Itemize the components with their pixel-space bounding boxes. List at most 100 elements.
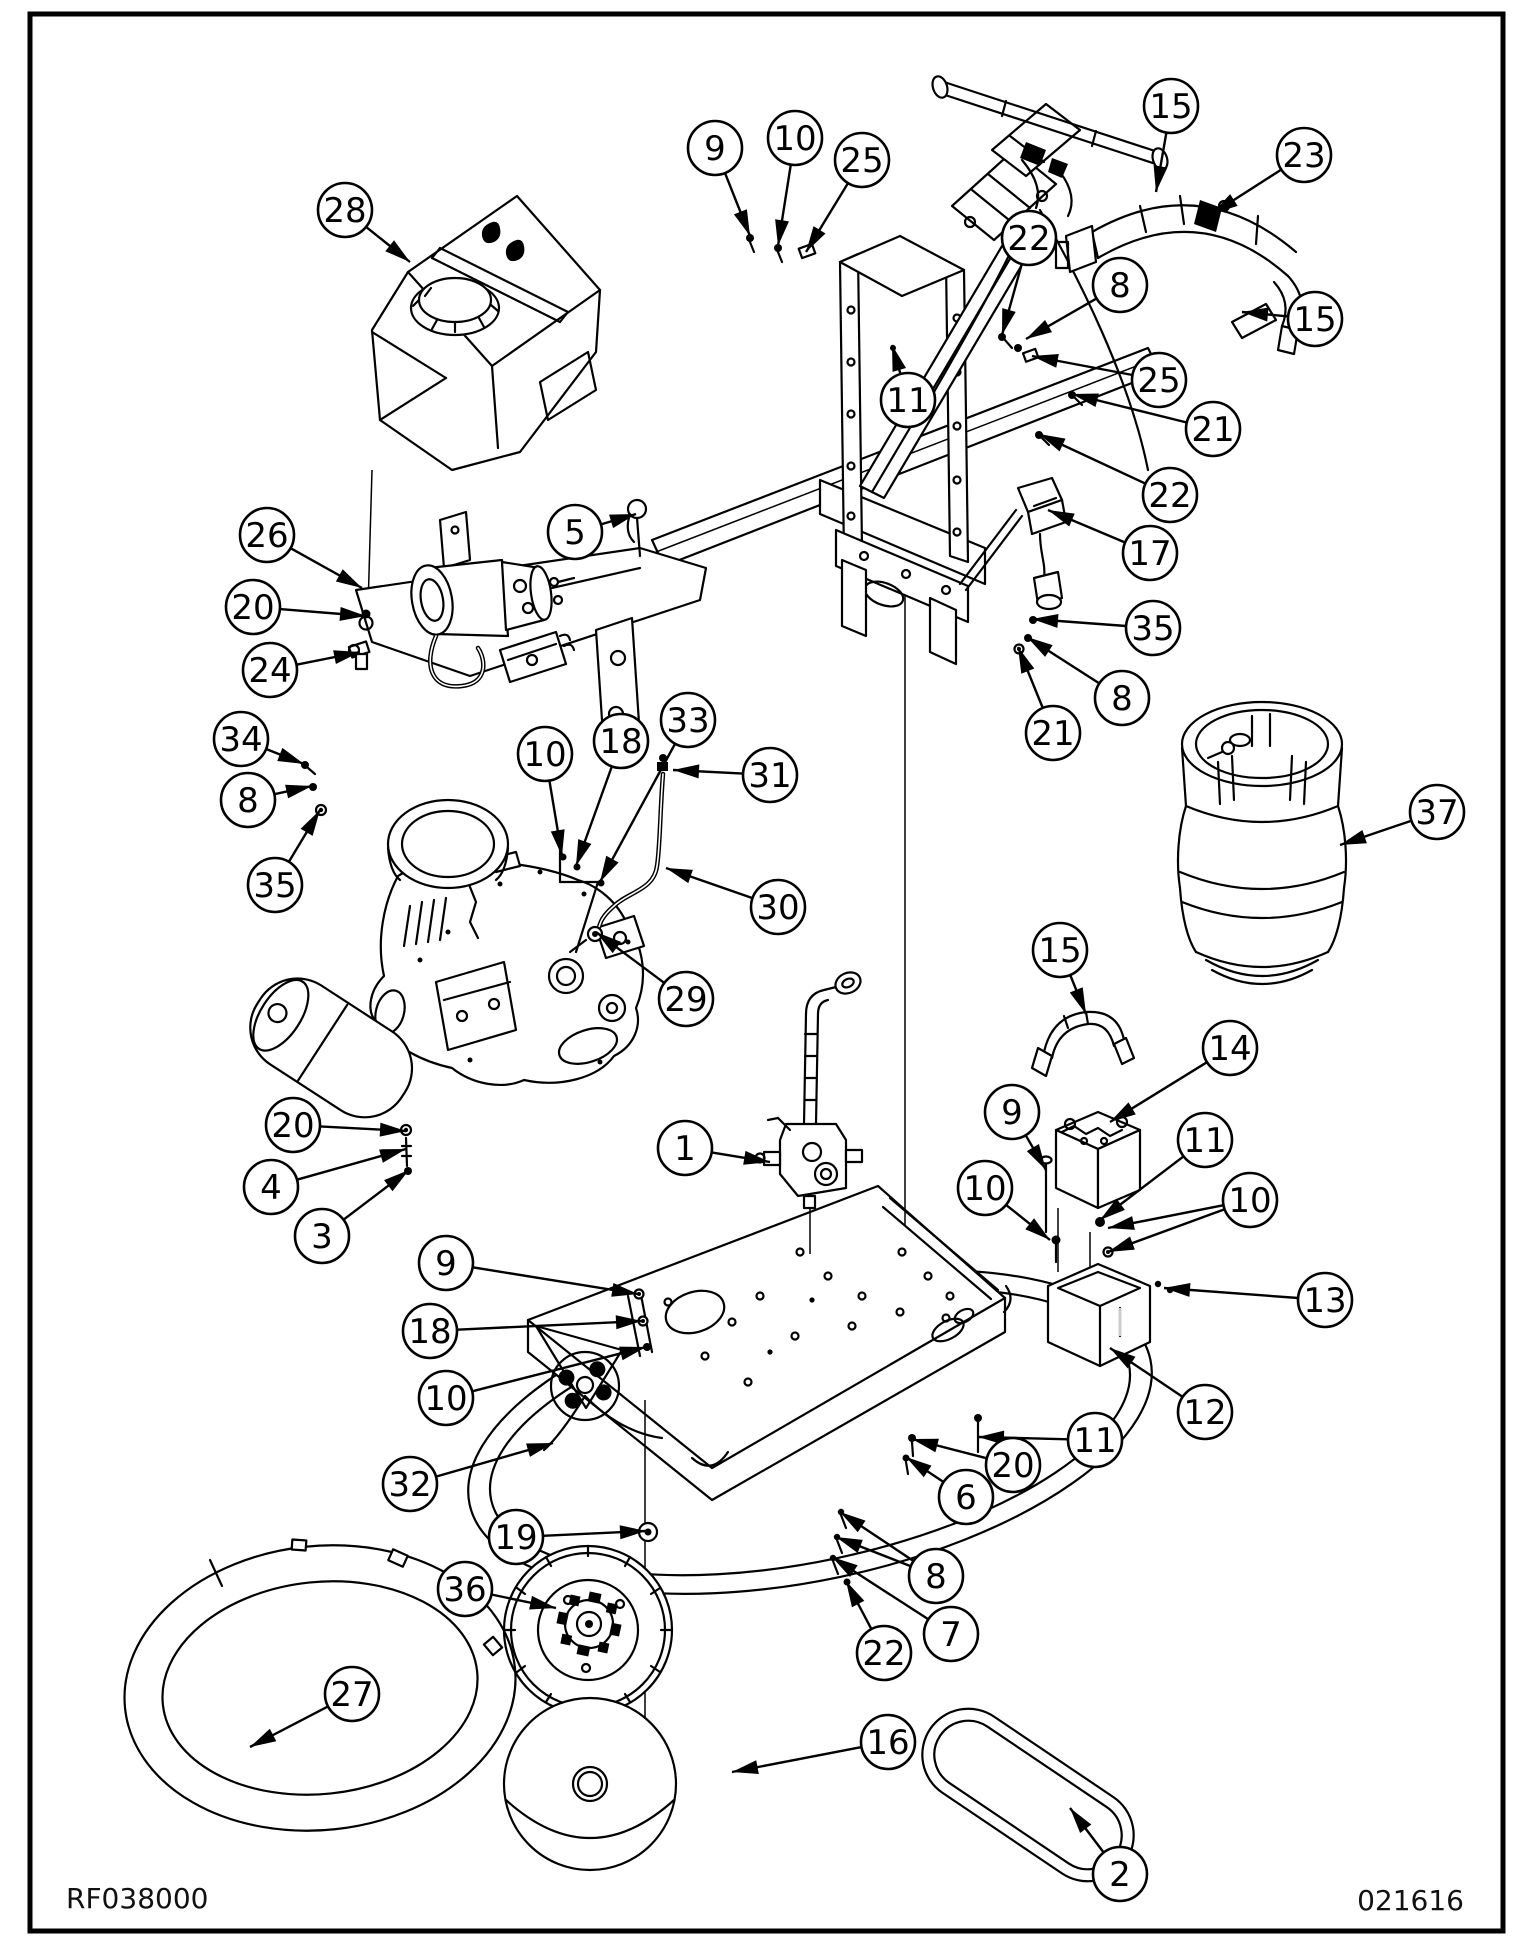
leader-line — [1069, 974, 1088, 1015]
pump-assembly-drawing — [354, 510, 708, 752]
callout-number: 35 — [253, 866, 296, 906]
callout-number: 10 — [963, 1169, 1006, 1209]
leader-line — [1026, 635, 1100, 685]
callout-26: 26 — [238, 506, 363, 590]
callout-circle — [246, 856, 304, 914]
callout-number: 8 — [237, 781, 259, 821]
callout-circle — [984, 1436, 1042, 1494]
callout-11: 11 — [1099, 1111, 1234, 1221]
polish-pad-drawing — [502, 1696, 678, 1872]
callout-3: 3 — [293, 1169, 410, 1265]
callout-31: 31 — [672, 746, 799, 804]
callout-number: 15 — [1038, 931, 1081, 971]
leader-line — [296, 650, 361, 666]
callout-number: 35 — [1131, 609, 1174, 649]
callout-number: 22 — [1148, 476, 1191, 516]
leader-line — [279, 606, 367, 621]
callout-number: 23 — [1282, 136, 1325, 176]
leader-line — [456, 1315, 643, 1331]
leader-line — [1016, 646, 1044, 709]
callout-circle — [487, 1508, 545, 1566]
callout-15: 15 — [1142, 77, 1200, 193]
leader-line — [911, 1437, 988, 1460]
callout-circle — [1296, 1271, 1354, 1329]
callout-circle — [1031, 921, 1089, 979]
leader-line — [1109, 1347, 1184, 1398]
callout-10: 10 — [766, 109, 824, 247]
callout-circle — [1124, 599, 1182, 657]
callout-circle — [417, 1369, 475, 1427]
callout-number: 4 — [260, 1168, 282, 1208]
callout-number: 18 — [408, 1312, 451, 1352]
callout-number: 7 — [940, 1615, 962, 1655]
callout-number: 19 — [494, 1518, 537, 1558]
callout-number: 11 — [1073, 1421, 1116, 1461]
leader-line — [835, 1535, 912, 1568]
leader-line — [665, 866, 753, 900]
callout-8: 8 — [219, 771, 313, 829]
callout-20: 20 — [911, 1436, 1042, 1494]
leader-line — [595, 931, 666, 984]
leader-line — [672, 764, 744, 779]
callout-number: 15 — [1149, 87, 1192, 127]
callout-33: 33 — [598, 691, 717, 883]
callout-number: 32 — [388, 1465, 431, 1505]
callout-circle — [686, 119, 744, 177]
callout-number: 9 — [704, 129, 726, 169]
leader-line — [574, 765, 614, 867]
callout-7: 7 — [831, 1555, 980, 1663]
callout-25: 25 — [1031, 351, 1188, 409]
callout-circle — [657, 970, 715, 1028]
callout-circle — [937, 1468, 995, 1526]
leader-line — [1005, 1203, 1051, 1241]
callout-21: 21 — [1016, 646, 1082, 762]
leader-line — [249, 1705, 329, 1749]
leader-line — [600, 512, 637, 529]
callout-14: 14 — [1109, 1019, 1259, 1124]
callout-35: 35 — [246, 809, 322, 914]
leader-line — [1024, 1134, 1048, 1171]
callout-circle — [238, 506, 296, 564]
callout-number: 1 — [674, 1129, 696, 1169]
callout-circle — [212, 710, 270, 768]
leader-line — [542, 1525, 647, 1540]
callout-circle — [1000, 209, 1058, 267]
callout-circle — [879, 371, 937, 429]
callout-22: 22 — [844, 1580, 913, 1682]
leader-line — [775, 164, 792, 247]
callout-number: 22 — [1007, 219, 1050, 259]
callout-circle — [1408, 783, 1466, 841]
leader-line — [1038, 432, 1147, 485]
callout-number: 9 — [435, 1244, 457, 1284]
callout-circle — [1093, 669, 1151, 727]
callout-number: 5 — [564, 513, 586, 553]
callout-circle — [1201, 1019, 1259, 1077]
leader-line — [804, 182, 850, 253]
callout-8: 8 — [835, 1511, 965, 1605]
leader-line — [1109, 1061, 1208, 1124]
callout-circle — [417, 1234, 475, 1292]
callout-number: 20 — [991, 1446, 1034, 1486]
callout-35: 35 — [1031, 599, 1182, 657]
callout-29: 29 — [595, 931, 715, 1028]
callout-circle — [381, 1455, 439, 1513]
callout-circle — [401, 1302, 459, 1360]
callout-6: 6 — [905, 1456, 995, 1526]
leader-line — [1153, 132, 1168, 193]
leader-line — [905, 1456, 945, 1483]
callout-22: 22 — [1000, 209, 1058, 336]
leader-line — [1241, 307, 1289, 322]
callout-number: 12 — [1183, 1393, 1226, 1433]
callout-circle — [922, 1605, 980, 1663]
callout-4: 4 — [242, 1147, 407, 1216]
leader-line — [548, 780, 565, 857]
callout-circle — [1176, 1111, 1234, 1169]
solution-tank-drawing — [370, 194, 602, 472]
callout-number: 3 — [311, 1217, 333, 1257]
dust-ring-drawing — [123, 1538, 517, 1832]
leader-line — [1025, 297, 1098, 341]
callout-circle — [1275, 126, 1333, 184]
callout-1: 1 — [656, 1119, 771, 1177]
leader-line — [977, 1430, 1069, 1445]
